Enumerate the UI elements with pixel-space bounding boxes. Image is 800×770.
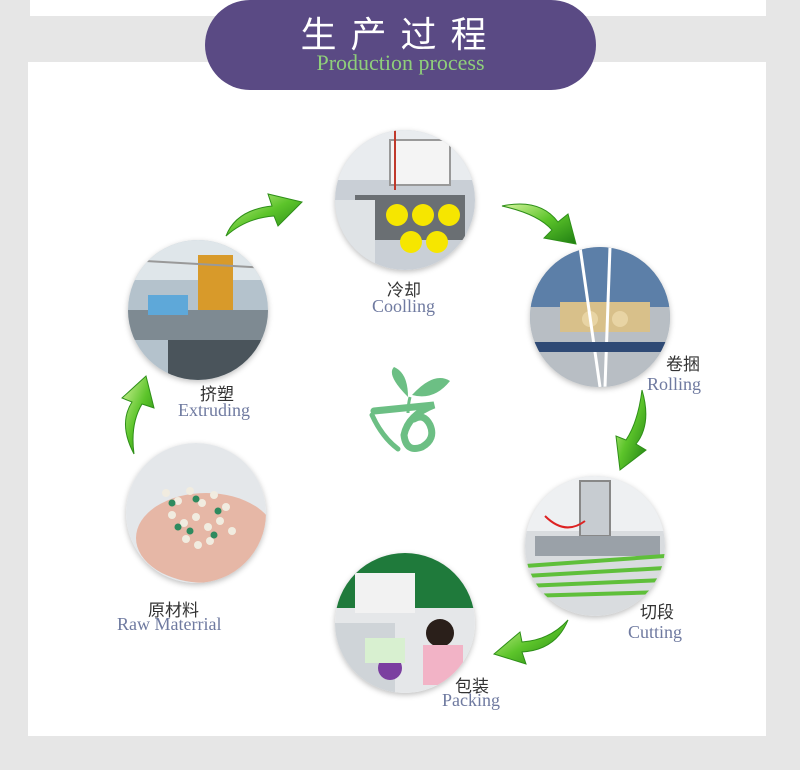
rolling-image <box>530 247 670 387</box>
cooling-label-en: Coolling <box>372 296 435 317</box>
cutting-image <box>525 476 665 616</box>
extruding-label-en: Extruding <box>178 400 250 421</box>
header-title-en: Production process <box>205 50 596 76</box>
raw-material-image <box>126 443 266 583</box>
extruding-image <box>128 240 268 380</box>
sprout-logo-icon <box>368 365 454 461</box>
cutting-label-en: Cutting <box>628 622 682 643</box>
arrow-raw-to-extruding <box>116 374 158 456</box>
raw-material-label-en: Raw Materrial <box>117 614 221 635</box>
packing-label-en: Packing <box>442 690 500 711</box>
arrow-extruding-to-cooling <box>222 190 304 240</box>
cutting-label-zh: 切段 <box>640 598 674 623</box>
packing-image <box>335 553 475 693</box>
section-header: 生产过程 Production process <box>205 0 596 90</box>
rolling-label-zh: 卷捆 <box>666 350 700 375</box>
arrow-rolling-to-cutting <box>612 388 652 472</box>
arrow-cooling-to-rolling <box>500 196 580 248</box>
arrow-cutting-to-packing <box>492 618 570 666</box>
cooling-image <box>335 130 475 270</box>
rolling-label-en: Rolling <box>647 374 701 395</box>
